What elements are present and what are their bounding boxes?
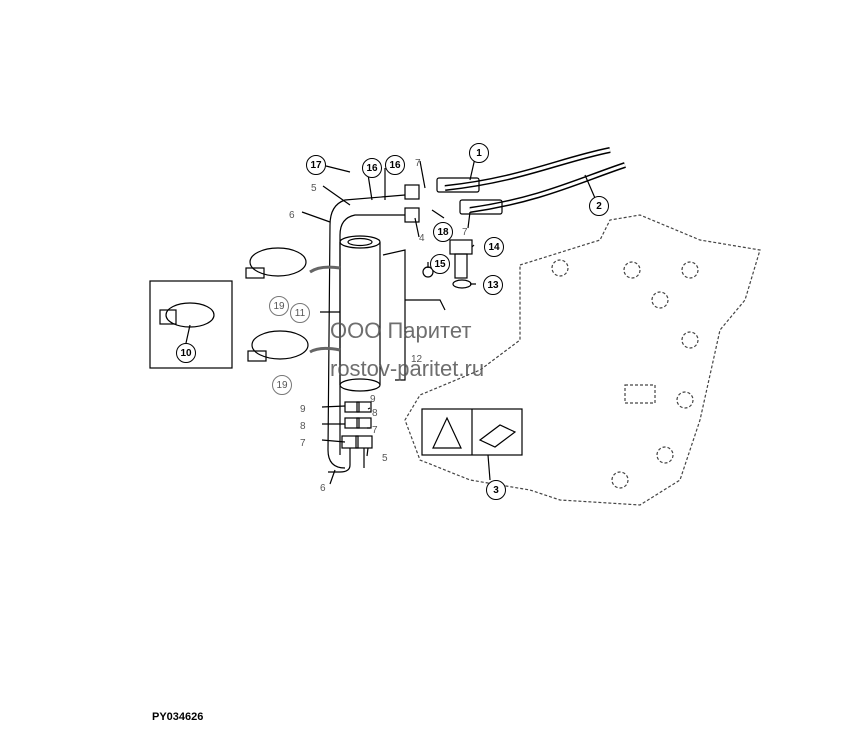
callout-8a: 8 — [300, 420, 306, 432]
clamp-19-lower — [247, 330, 309, 362]
callout-12: 12 — [411, 353, 423, 365]
callout-9a: 9 — [300, 403, 306, 415]
callout-10: 10 — [176, 343, 196, 363]
callout-16b: 16 — [385, 155, 405, 175]
callout-19b: 19 — [272, 375, 292, 395]
bolt-14 — [449, 239, 473, 279]
callout-19a: 19 — [269, 296, 289, 316]
bracket-12 — [382, 249, 446, 381]
callout-6a: 6 — [289, 209, 295, 221]
watermark-company: ООО Паритет — [330, 318, 472, 343]
callout-9b: 9 — [370, 393, 376, 405]
callout-2: 2 — [589, 196, 609, 216]
callout-18: 18 — [433, 222, 453, 242]
callout-17: 17 — [306, 155, 326, 175]
callout-7d: 7 — [372, 424, 378, 436]
callout-5b: 5 — [382, 452, 388, 464]
transmission-housing — [404, 214, 761, 506]
clamp-19-upper — [245, 247, 307, 279]
callout-15: 15 — [430, 254, 450, 274]
pipe-6 — [327, 194, 406, 469]
washer-13 — [452, 279, 472, 289]
callout-7c: 7 — [300, 437, 306, 449]
callout-11: 11 — [290, 303, 310, 323]
callout-5a: 5 — [311, 182, 317, 194]
clamp-10 — [159, 302, 215, 328]
watermark-site: rostov-paritet.ru — [330, 356, 485, 381]
callout-13: 13 — [483, 275, 503, 295]
callout-14: 14 — [484, 237, 504, 257]
callout-3: 3 — [486, 480, 506, 500]
inset-box — [149, 280, 233, 369]
oil-cooler — [339, 235, 381, 392]
decal-3 — [421, 408, 523, 456]
pipe-5 — [339, 214, 405, 455]
callout-6b: 6 — [320, 482, 326, 494]
callout-1: 1 — [469, 143, 489, 163]
callout-4: 4 — [419, 232, 425, 244]
callout-7b: 7 — [462, 226, 468, 238]
callout-7a: 7 — [415, 157, 421, 169]
fitting-lower — [459, 199, 503, 215]
fitting-upper — [436, 177, 480, 193]
figure-code: PY034626 — [152, 711, 204, 723]
callout-16a: 16 — [362, 158, 382, 178]
callout-8b: 8 — [372, 407, 378, 419]
lower-fittings — [328, 401, 373, 473]
